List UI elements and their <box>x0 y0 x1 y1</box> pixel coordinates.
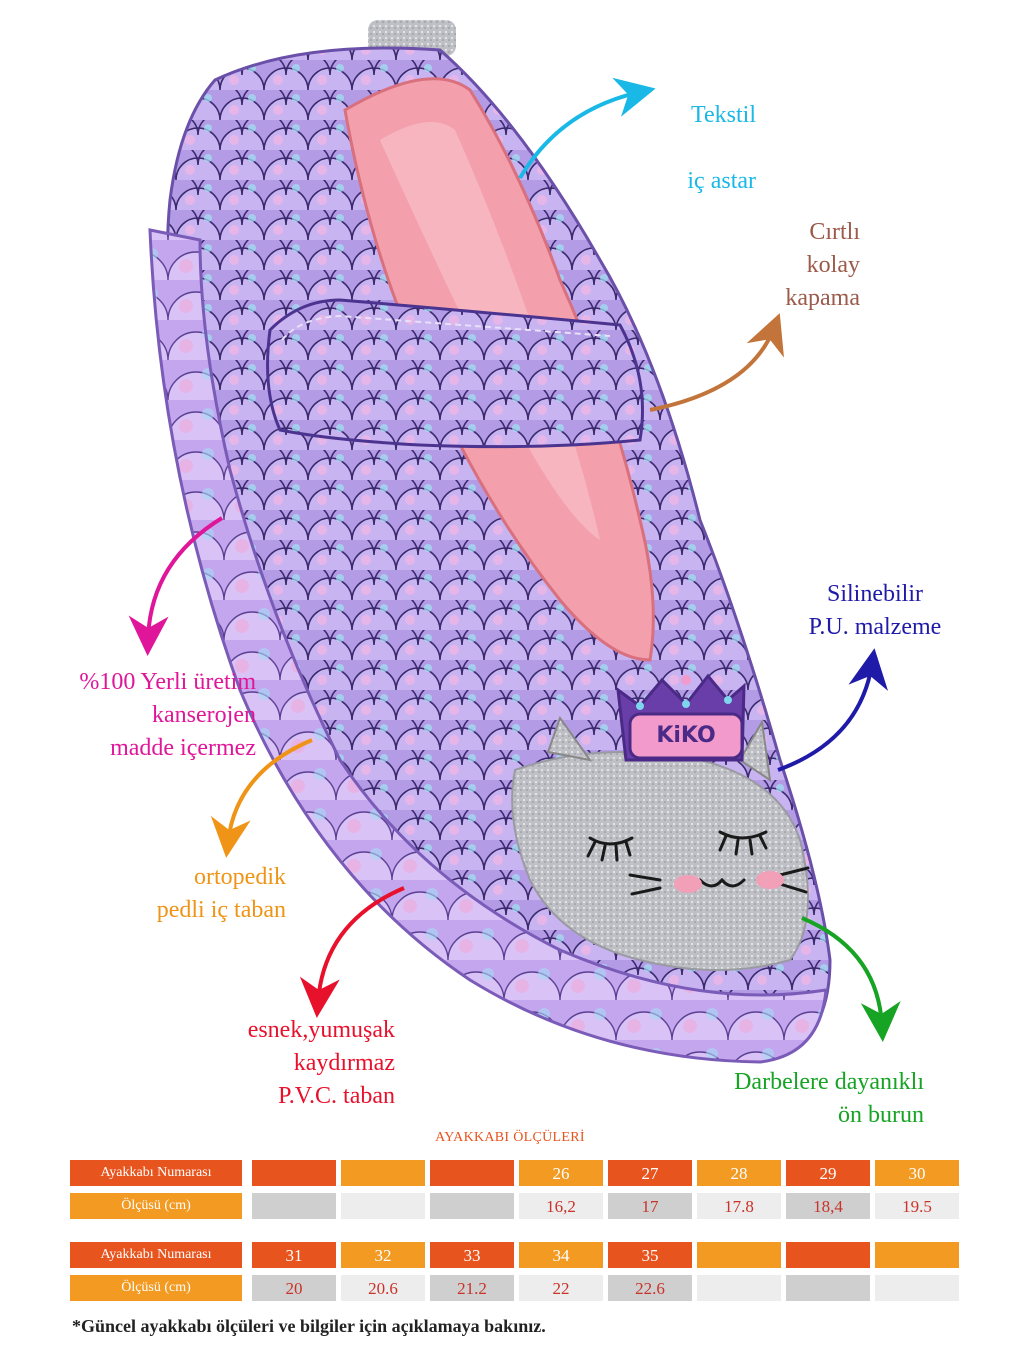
measure-cell <box>697 1275 781 1301</box>
size-cell <box>430 1160 514 1186</box>
size-cell: 30 <box>875 1160 959 1186</box>
size-cell <box>697 1242 781 1268</box>
arrow-velcro <box>649 313 784 412</box>
size-label: Ayakkabı Numarası <box>70 1242 242 1268</box>
shoe-sole <box>148 228 828 1064</box>
measure-cell: 16,2 <box>519 1193 603 1219</box>
measure-cell: 17 <box>608 1193 692 1219</box>
size-cell: 31 <box>252 1242 336 1268</box>
measure-cell: 17.8 <box>697 1193 781 1219</box>
measure-cell <box>430 1193 514 1219</box>
cat-face-embroidery <box>586 830 810 896</box>
measure-label: Ölçüsü (cm) <box>70 1275 242 1301</box>
callout-velcro: Cırtlı kolay kapama <box>785 219 860 311</box>
velcro-strap <box>266 298 644 449</box>
arrow-insole <box>210 738 313 858</box>
size-label: Ayakkabı Numarası <box>70 1160 242 1186</box>
measure-cell <box>875 1275 959 1301</box>
callout-lining: Tekstil iç astar <box>626 66 756 231</box>
measure-cell <box>252 1193 336 1219</box>
footnote: *Güncel ayakkabı ölçüleri ve bilgiler iç… <box>72 1316 546 1336</box>
callout-toe: Darbelere dayanıklı ön burun <box>734 1069 924 1128</box>
size-cell: 29 <box>786 1160 870 1186</box>
arrow-pu <box>777 648 888 772</box>
size-cell: 35 <box>608 1242 692 1268</box>
size-cell <box>786 1242 870 1268</box>
callout-pu: Silinebilir P.U. malzeme <box>808 581 942 640</box>
size-table-title: AYAKKABI ÖLÇÜLERİ <box>435 1130 585 1145</box>
measure-cell: 19.5 <box>875 1193 959 1219</box>
shoe <box>148 20 832 1064</box>
callout-insole: ortopedik pedli iç taban <box>156 864 286 923</box>
measure-cell <box>786 1275 870 1301</box>
callout-lining-line2: iç astar <box>687 168 756 194</box>
measure-cell: 20 <box>252 1275 336 1301</box>
arrow-sole <box>299 886 405 1018</box>
measure-label: Ölçüsü (cm) <box>70 1193 242 1219</box>
arrow-lining <box>518 77 656 180</box>
size-cell <box>252 1160 336 1186</box>
arrow-local <box>128 516 224 656</box>
size-cell: 26 <box>519 1160 603 1186</box>
measure-cell: 22 <box>519 1275 603 1301</box>
size-cell: 32 <box>341 1242 425 1268</box>
measure-cell: 22.6 <box>608 1275 692 1301</box>
callout-sole: esnek,yumuşak kaydırmaz P.V.C. taban <box>247 1017 395 1109</box>
measure-cell: 20.6 <box>341 1275 425 1301</box>
measure-cell: 18,4 <box>786 1193 870 1219</box>
size-cell: 28 <box>697 1160 781 1186</box>
measure-cell <box>341 1193 425 1219</box>
measure-cell: 21.2 <box>430 1275 514 1301</box>
callout-local: %100 Yerli üretim kanserojen madde içerm… <box>79 669 256 761</box>
kiko-crown-badge <box>616 673 746 762</box>
size-cell: 33 <box>430 1242 514 1268</box>
size-cell: 27 <box>608 1160 692 1186</box>
callout-lining-line1: Tekstil <box>691 102 756 128</box>
size-cell <box>875 1242 959 1268</box>
arrow-toe <box>801 916 901 1042</box>
badge-text: KiKO <box>656 723 716 748</box>
size-cell: 34 <box>519 1242 603 1268</box>
size-cell <box>341 1160 425 1186</box>
